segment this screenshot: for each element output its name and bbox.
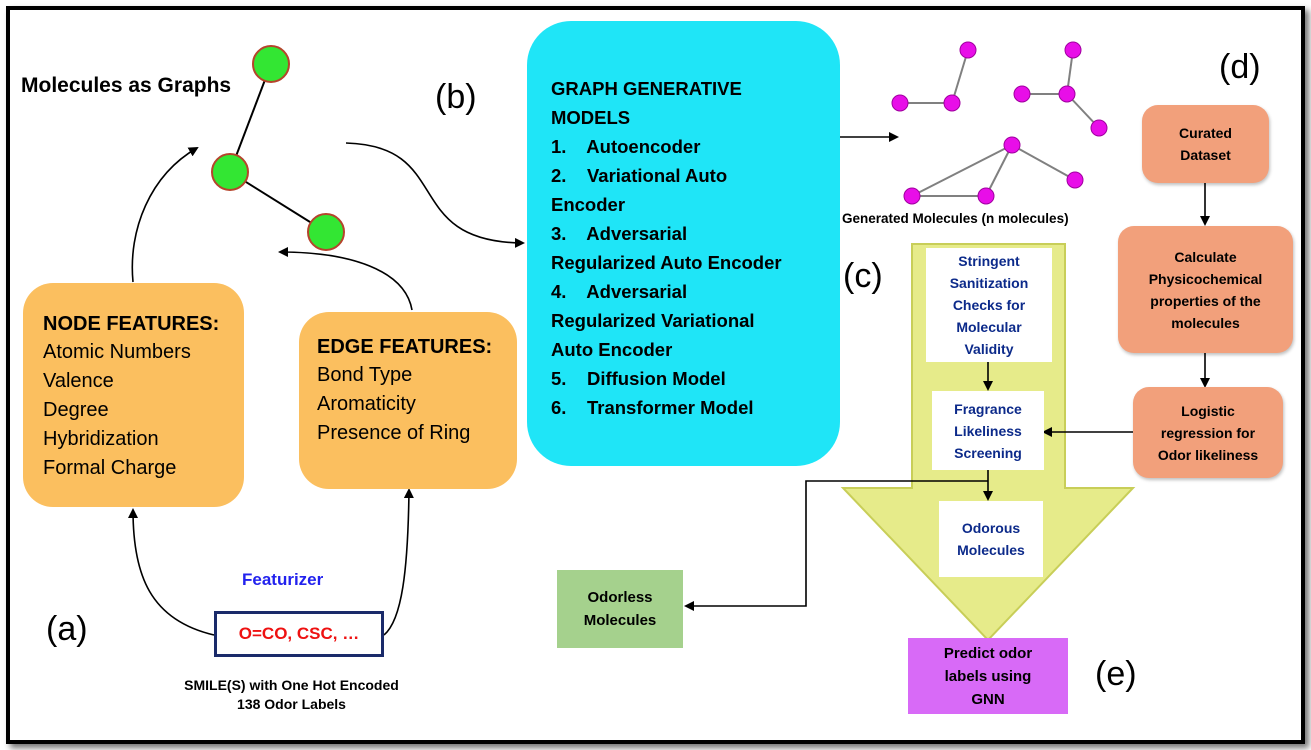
logistic-line: regression for [1160, 424, 1256, 441]
calculate-line: properties of the [1150, 292, 1261, 309]
smiles-input-box: O=CO, CSC, … [214, 611, 384, 657]
graph-node [211, 153, 249, 191]
graph-edge [229, 63, 272, 173]
predict-line: labels using [944, 667, 1032, 685]
node-features-box: NODE FEATURES: Atomic Numbers Valence De… [23, 283, 244, 507]
sanitization-checks-box: Stringent Sanitization Checks for Molecu… [926, 248, 1052, 362]
edge-features-title: EDGE FEATURES: [317, 336, 493, 358]
node-feature-item: Degree [43, 399, 109, 421]
curated-line: Curated [1179, 125, 1232, 141]
generated-node [943, 94, 961, 112]
models-title-line: MODELS [551, 107, 631, 128]
logistic-regression-box: Logistic regression for Odor likeliness [1133, 387, 1283, 478]
node-feature-item: Formal Charge [43, 457, 177, 479]
generated-molecules-caption: Generated Molecules (n molecules) [842, 211, 1069, 226]
logistic-line: Logistic [1181, 402, 1235, 419]
generated-node [1003, 136, 1021, 154]
sanitization-line: Sanitization [949, 275, 1029, 291]
fragrance-line: Fragrance [954, 400, 1022, 417]
arrow-node-features-to-graph [131, 147, 199, 283]
sanitization-line: Validity [964, 341, 1014, 357]
predict-line: Predict odor [943, 644, 1033, 662]
graph-edge [985, 144, 1013, 197]
curated-dataset-box: Curated Dataset [1142, 105, 1269, 183]
graph-edge [951, 49, 969, 104]
odorous-molecules-box: Odorous Molecules [939, 501, 1043, 577]
calculate-line: Physicochemical [1148, 270, 1263, 287]
edge-features-box: EDGE FEATURES: Bond Type Aromaticity Pre… [299, 312, 517, 489]
generated-node [1066, 171, 1084, 189]
models-list-line: 3. Adversarial [551, 223, 688, 244]
sanitization-line: Checks for [952, 297, 1026, 313]
node-feature-item: Hybridization [43, 428, 159, 450]
graph-edge [1011, 144, 1076, 181]
models-list-line: 2. Variational Auto [551, 165, 728, 186]
sanitization-line: Stringent [958, 253, 1020, 269]
smiles-caption: SMILE(S) with One Hot Encoded 138 Odor L… [150, 676, 433, 714]
edge-feature-item: Aromaticity [317, 393, 416, 415]
node-feature-item: Atomic Numbers [43, 341, 191, 363]
models-list-line: 4. Adversarial [551, 281, 688, 302]
models-list-line: Regularized Auto Encoder [551, 252, 782, 273]
odorless-line: Molecules [583, 612, 657, 629]
generated-node [1058, 85, 1076, 103]
panel-label-b: (b) [435, 78, 477, 116]
panel-label-c: (c) [843, 257, 883, 295]
smiles-caption-line: 138 Odor Labels [237, 696, 346, 712]
calculate-line: Calculate [1174, 248, 1237, 265]
panel-label-e: (e) [1095, 655, 1137, 693]
arrow-edge-features-to-graph [278, 247, 413, 311]
panel-label-d: (d) [1219, 48, 1261, 86]
predict-line: GNN [971, 690, 1005, 708]
generated-node [959, 41, 977, 59]
models-list-line: 6. Transformer Model [551, 397, 754, 418]
models-list-line: Encoder [551, 194, 626, 215]
generative-models-box: GRAPH GENERATIVE MODELS 1. Autoencoder 2… [527, 21, 840, 466]
edge-feature-item: Bond Type [317, 364, 413, 386]
models-list-line: 1. Autoencoder [551, 136, 701, 157]
graph-edge [911, 144, 1013, 197]
featurizer-label: Featurizer [242, 570, 324, 589]
models-list-line: Auto Encoder [551, 339, 673, 360]
arrow-smiles-to-node-features [128, 508, 215, 636]
calculate-line: molecules [1171, 314, 1240, 331]
models-list-line: 5. Diffusion Model [551, 368, 726, 389]
odorous-line: Molecules [957, 542, 1025, 558]
predict-odor-labels-box: Predict odor labels using GNN [908, 638, 1068, 714]
models-title-line: GRAPH GENERATIVE [551, 78, 742, 99]
arrow-graph-to-models [345, 142, 525, 248]
panel-label-a: (a) [46, 610, 88, 648]
smiles-caption-line: SMILE(S) with One Hot Encoded [184, 677, 399, 693]
generated-node [891, 94, 909, 112]
arrow-smiles-to-edge-features [383, 488, 414, 636]
models-list-line: Regularized Variational [551, 310, 755, 331]
generated-node [1090, 119, 1108, 137]
logistic-line: Odor likeliness [1157, 446, 1259, 463]
molecules-as-graphs-title: Molecules as Graphs [21, 74, 232, 97]
odorless-line: Odorless [587, 589, 653, 606]
arrow-fragrance-to-odorless [684, 480, 988, 611]
generated-node [977, 187, 995, 205]
node-feature-item: Valence [43, 370, 114, 392]
graph-node [307, 213, 345, 251]
generated-node [903, 187, 921, 205]
generated-node [1013, 85, 1031, 103]
curated-line: Dataset [1180, 147, 1231, 163]
smiles-text: O=CO, CSC, … [238, 624, 360, 643]
node-features-title: NODE FEATURES: [43, 313, 220, 335]
fragrance-line: Likeliness [954, 422, 1022, 439]
graph-node [252, 45, 290, 83]
generated-node [1064, 41, 1082, 59]
edge-feature-item: Presence of Ring [317, 422, 471, 444]
sanitization-line: Molecular [956, 319, 1022, 335]
fragrance-line: Screening [954, 444, 1022, 461]
fragrance-screening-box: Fragrance Likeliness Screening [932, 391, 1044, 470]
odorous-line: Odorous [961, 520, 1021, 536]
calculate-properties-box: Calculate Physicochemical properties of … [1118, 226, 1293, 353]
odorless-molecules-box: Odorless Molecules [557, 570, 683, 648]
